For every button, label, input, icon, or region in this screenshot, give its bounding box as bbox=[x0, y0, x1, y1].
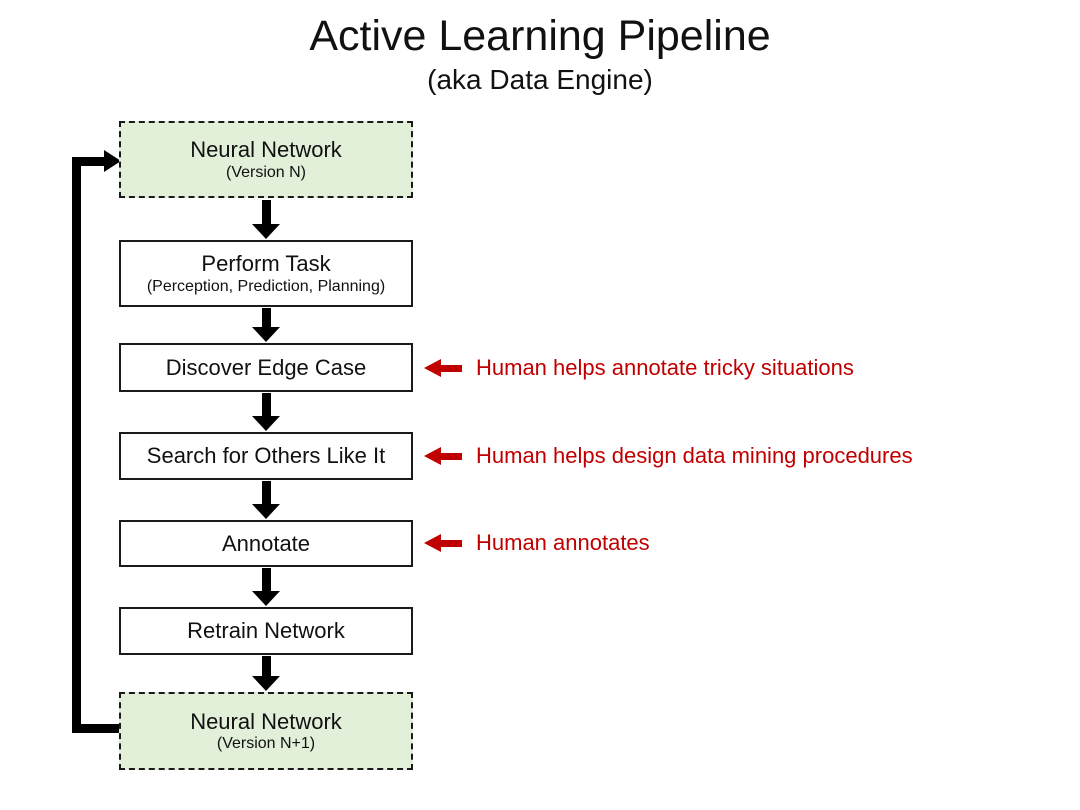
annotation-text: Human helps annotate tricky situations bbox=[476, 355, 854, 380]
node-discover-edge-case: Discover Edge Case bbox=[119, 343, 413, 392]
flow-arrow-down-icon bbox=[252, 656, 280, 691]
red-left-arrow-icon bbox=[424, 447, 462, 465]
node-sublabel: (Version N) bbox=[225, 163, 307, 181]
annotation-search-for-others: Human helps design data mining procedure… bbox=[424, 443, 913, 468]
flow-arrow-down-icon bbox=[252, 393, 280, 431]
red-left-arrow-icon bbox=[424, 359, 462, 377]
flow-arrow-down-icon bbox=[252, 481, 280, 519]
flow-arrow-down-icon bbox=[252, 200, 280, 239]
node-sublabel: (Perception, Prediction, Planning) bbox=[146, 277, 386, 295]
feedback-loop-line-vertical bbox=[72, 157, 81, 733]
red-left-arrow-icon bbox=[424, 534, 462, 552]
node-label: Search for Others Like It bbox=[146, 443, 386, 469]
node-label: Neural Network bbox=[190, 137, 342, 163]
node-annotate: Annotate bbox=[119, 520, 413, 567]
feedback-loop-arrowhead-icon bbox=[104, 150, 121, 172]
page-title: Active Learning Pipeline bbox=[309, 12, 771, 60]
node-label: Retrain Network bbox=[187, 618, 345, 644]
node-label: Neural Network bbox=[190, 708, 342, 734]
feedback-loop-line-top bbox=[72, 157, 106, 166]
page-subtitle: (aka Data Engine) bbox=[427, 64, 653, 95]
annotation-text: Human helps design data mining procedure… bbox=[476, 443, 913, 468]
node-perform-task: Perform Task (Perception, Prediction, Pl… bbox=[119, 240, 413, 307]
flow-arrow-down-icon bbox=[252, 308, 280, 342]
node-neural-network-version-n: Neural Network (Version N) bbox=[119, 121, 413, 198]
annotation-discover-edge-case: Human helps annotate tricky situations bbox=[424, 355, 854, 380]
node-sublabel: (Version N+1) bbox=[216, 735, 316, 753]
annotation-annotate: Human annotates bbox=[424, 530, 650, 555]
node-label: Perform Task bbox=[201, 251, 331, 277]
node-label: Annotate bbox=[221, 530, 311, 556]
node-label: Discover Edge Case bbox=[165, 354, 367, 380]
feedback-loop-line-bottom bbox=[72, 724, 120, 733]
annotation-text: Human annotates bbox=[476, 530, 650, 555]
flow-arrow-down-icon bbox=[252, 568, 280, 606]
node-search-for-others-like-it: Search for Others Like It bbox=[119, 432, 413, 480]
node-retrain-network: Retrain Network bbox=[119, 607, 413, 655]
node-neural-network-version-n-plus-1: Neural Network (Version N+1) bbox=[119, 692, 413, 770]
